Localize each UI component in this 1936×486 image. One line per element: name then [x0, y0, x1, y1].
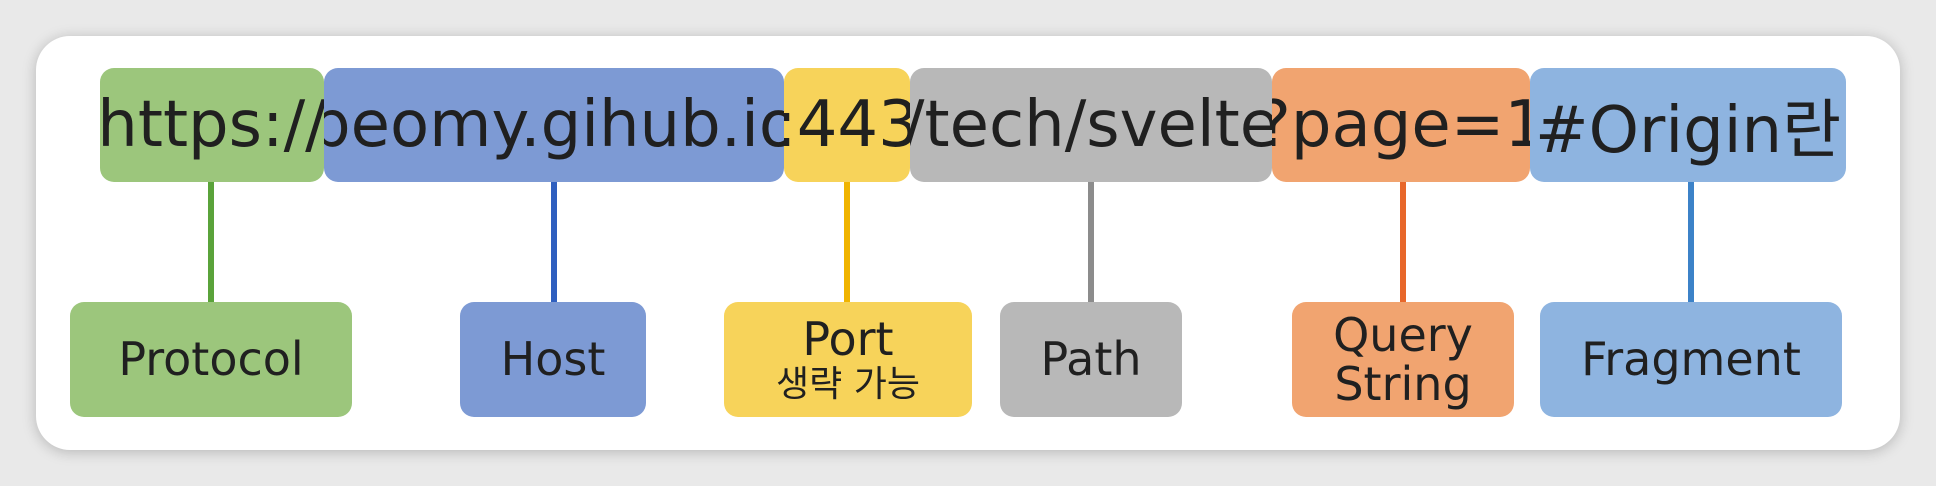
- connector-host: [551, 182, 557, 302]
- url-segment-protocol-text: https://: [100, 88, 324, 162]
- label-protocol: Protocol: [70, 302, 352, 417]
- connector-path: [1088, 182, 1094, 302]
- label-fragment: Fragment: [1540, 302, 1842, 417]
- label-query-line1: Query: [1333, 308, 1473, 363]
- label-query-line2: String: [1334, 356, 1472, 411]
- url-segment-port-text: :443: [784, 88, 910, 162]
- url-segment-host: beomy.gihub.io: [324, 68, 784, 182]
- label-query-string: Query String: [1292, 302, 1514, 417]
- label-port-note: 생략 가능: [776, 363, 920, 405]
- url-segment-fragment: #Origin란: [1530, 68, 1846, 182]
- label-host-text: Host: [500, 332, 606, 387]
- url-segment-path-text: /tech/svelte: [910, 88, 1272, 162]
- label-path-text: Path: [1040, 332, 1142, 387]
- connector-port: [844, 182, 850, 302]
- connector-fragment: [1688, 182, 1694, 302]
- url-segment-path: /tech/svelte: [910, 68, 1272, 182]
- url-segment-query-text: ?page=1: [1272, 88, 1530, 162]
- label-port-text: Port: [802, 312, 894, 367]
- label-host: Host: [460, 302, 646, 417]
- label-fragment-text: Fragment: [1581, 332, 1801, 387]
- connector-query: [1400, 182, 1406, 302]
- label-protocol-text: Protocol: [118, 332, 304, 387]
- url-segment-protocol: https://: [100, 68, 324, 182]
- url-segment-port: :443: [784, 68, 910, 182]
- label-path: Path: [1000, 302, 1182, 417]
- url-segment-query: ?page=1: [1272, 68, 1530, 182]
- label-port: Port 생략 가능: [724, 302, 972, 417]
- url-segment-host-text: beomy.gihub.io: [324, 88, 784, 162]
- connector-protocol: [208, 182, 214, 302]
- url-segment-fragment-text: #Origin란: [1535, 94, 1841, 168]
